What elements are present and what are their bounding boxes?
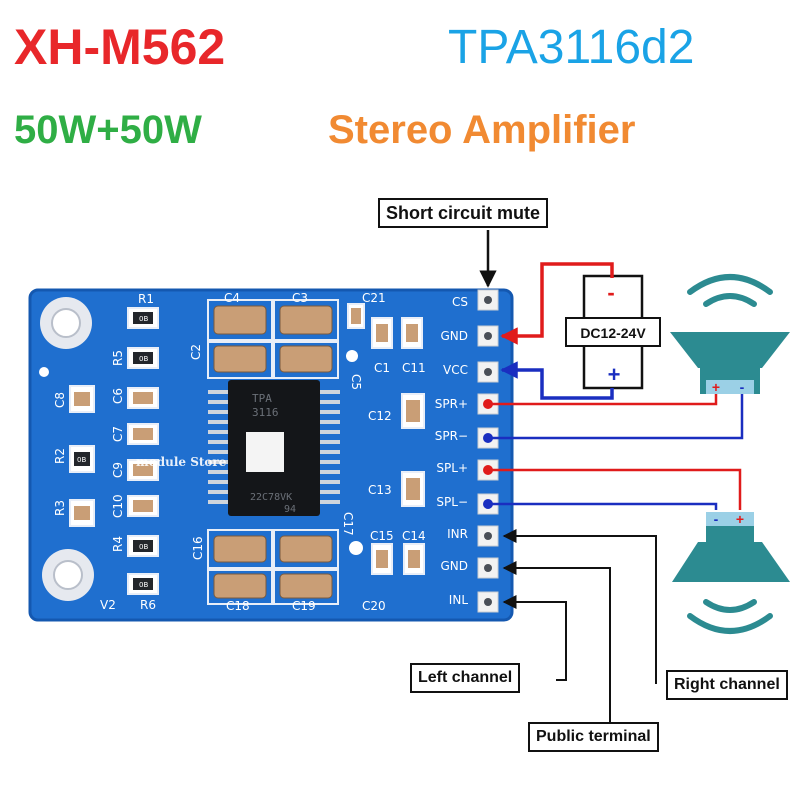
spl-plus-wire [492, 468, 742, 510]
pin-label-gnd-signal: GND [440, 559, 468, 573]
public-terminal-label: Public terminal [528, 722, 659, 752]
right-channel-label: Right channel [666, 670, 788, 700]
silk-r4: R4 [111, 536, 125, 552]
chip-title: TPA3116d2 [448, 21, 695, 74]
silk-c14: C14 [402, 529, 426, 543]
silk-c8: C8 [53, 392, 67, 408]
model-title: XH-M562 [14, 19, 226, 75]
silk-r1: R1 [138, 292, 154, 306]
spr-minus-wire [492, 392, 744, 440]
pin-label-spl-plus: SPL+ [436, 461, 468, 475]
silk-c21: C21 [362, 291, 386, 305]
short-circuit-mute-label: Short circuit mute [378, 198, 549, 228]
power-supply: DC12-24V - + [565, 274, 661, 390]
right-channel-arrow [502, 529, 657, 684]
product-subtitle: Stereo Amplifier [328, 108, 636, 152]
silk-c12: C12 [368, 409, 392, 423]
silk-c19: C19 [292, 599, 316, 613]
pin-label-gnd-power: GND [440, 329, 468, 343]
chip-marking-line4: 94 [284, 504, 296, 515]
silk-c4: C4 [224, 291, 240, 305]
silk-c3: C3 [292, 291, 308, 305]
pin-label-cs: CS [452, 295, 468, 309]
silk-r3: R3 [53, 500, 67, 516]
silk-c11: C11 [402, 361, 426, 375]
resistor-code-r5: 0B [139, 355, 148, 363]
silk-r2: R2 [53, 448, 67, 464]
power-supply-label: DC12-24V [580, 325, 646, 341]
silk-r5: R5 [111, 350, 125, 366]
spr-plus-wire [492, 392, 718, 406]
silk-c9: C9 [111, 462, 125, 478]
pin-label-inr: INR [447, 527, 468, 541]
speaker-bottom-minus: - [714, 511, 719, 527]
pin-label-spr-minus: SPR− [435, 429, 468, 443]
right-speaker: + - [670, 274, 790, 395]
silk-c18: C18 [226, 599, 250, 613]
silk-c10: C10 [111, 494, 125, 518]
chip-marking-line2: 3116 [252, 406, 279, 419]
left-speaker: - + [672, 511, 790, 634]
spl-minus-wire [492, 502, 718, 510]
sound-wave-icon [703, 599, 757, 613]
pin-label-spr-plus: SPR+ [435, 397, 468, 411]
supply-plus-sign: + [608, 362, 621, 387]
silk-c2: C2 [189, 344, 203, 360]
speaker-icon [670, 332, 790, 368]
left-channel-arrow [502, 595, 567, 681]
supply-minus-sign: - [607, 280, 614, 305]
pin-label-inl: INL [449, 593, 469, 607]
chip-marking-line3: 22C78VK [250, 492, 292, 503]
silk-c15: C15 [370, 529, 394, 543]
vcc-wire [500, 361, 614, 400]
sound-wave-icon [687, 274, 773, 295]
silk-c13: C13 [368, 483, 392, 497]
resistor-code-r2: 0B [77, 456, 86, 464]
watermark: module Store [136, 455, 227, 469]
resistor-code-r4: 0B [139, 543, 148, 551]
silk-c7: C7 [111, 426, 125, 442]
silk-c1: C1 [374, 361, 390, 375]
resistor-code-r6: 0B [139, 581, 148, 589]
silk-c16: C16 [191, 536, 205, 560]
silk-v2: V2 [100, 598, 116, 612]
tpa3116-chip: TPA 3116 22C78VK 94 [208, 380, 340, 516]
silk-c6: C6 [111, 388, 125, 404]
speaker-bottom-plus: + [736, 511, 744, 527]
resistor-code-r1: 0B [139, 315, 148, 323]
speaker-top-minus: - [740, 379, 745, 395]
silk-c5: C5 [349, 374, 363, 390]
pin-label-vcc: VCC [443, 363, 468, 377]
speaker-top-plus: + [712, 379, 720, 395]
silk-c20: C20 [362, 599, 386, 613]
silk-r6: R6 [140, 598, 156, 612]
chip-marking-line1: TPA [252, 392, 272, 405]
speaker-icon [672, 542, 790, 582]
public-terminal-arrow [502, 561, 611, 722]
power-rating: 50W+50W [14, 108, 202, 152]
amplifier-board: TPA 3116 22C78VK 94 [28, 288, 514, 622]
pin-label-spl-minus: SPL− [436, 495, 468, 509]
gnd-wire [500, 262, 614, 345]
silk-c17: C17 [341, 512, 355, 536]
left-channel-label: Left channel [410, 663, 521, 693]
